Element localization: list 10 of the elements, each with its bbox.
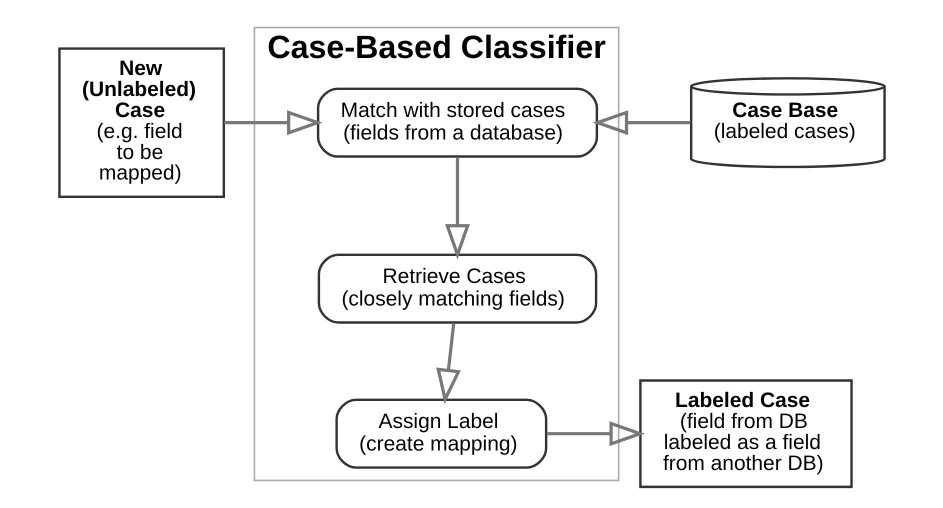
arrow (224, 110, 322, 136)
node-box: New (Unlabeled) Case (e.g. field to be mapped) (58, 47, 225, 198)
node-box: Assign Label (create mapping) (334, 398, 547, 469)
node-box: Retrieve Cases (closely matching fields) (317, 254, 597, 324)
node-box: Match with stored cases (fields from a database) (316, 88, 598, 158)
arrow (546, 421, 644, 446)
node-box: Labeled Case (field from DB labeled as a field from another DB) (638, 379, 852, 488)
arrow (444, 157, 470, 260)
arrow (436, 322, 460, 404)
arrow (592, 110, 690, 136)
